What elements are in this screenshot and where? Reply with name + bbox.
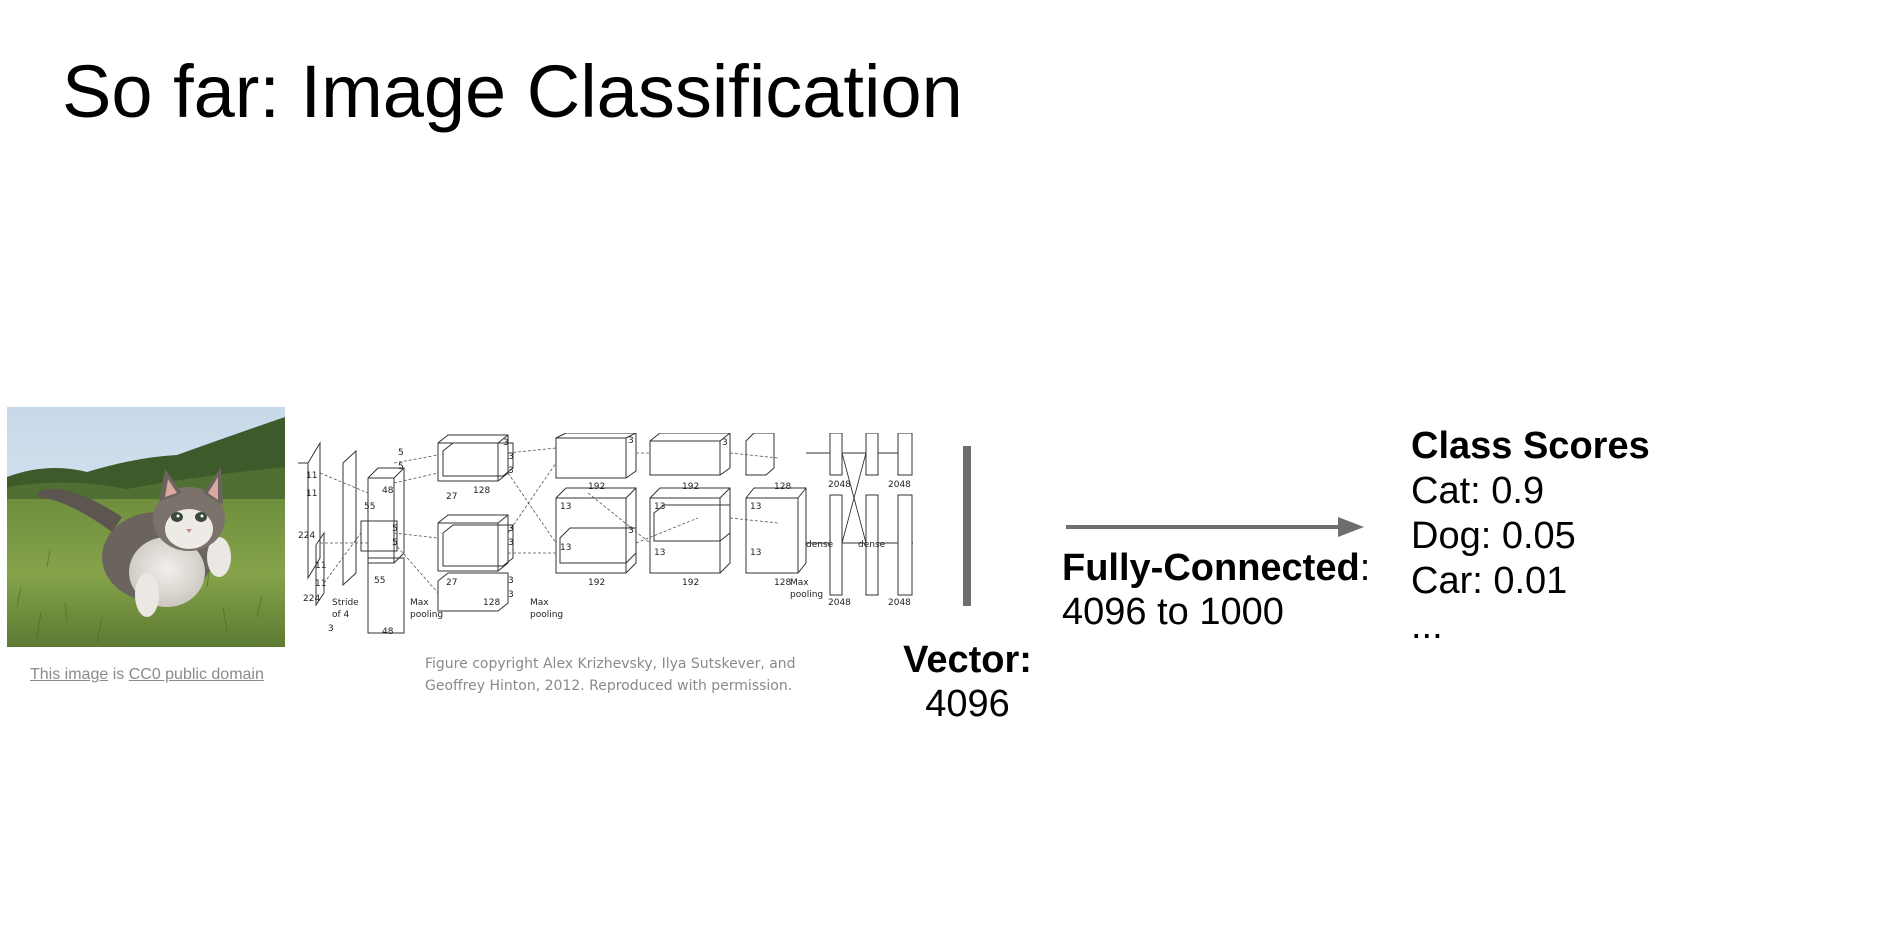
vector-title: Vector: — [903, 639, 1032, 681]
figure-credit: Figure copyright Alex Krizhevsky, Ilya S… — [425, 653, 805, 697]
dim-label: 5 — [392, 524, 398, 534]
dim-label: 2048 — [888, 480, 911, 490]
fc-colon: : — [1359, 547, 1371, 589]
dim-label: 192 — [682, 578, 699, 588]
dim-label: Stride — [332, 598, 359, 608]
dim-label: 192 — [588, 482, 605, 492]
dim-label: 3 — [508, 524, 514, 534]
dim-label: 11 — [306, 489, 317, 499]
alexnet-diagram: 224 224 3 11 11 11 11 55 55 Stride of 4 … — [298, 433, 913, 637]
dim-label: 3 — [628, 436, 634, 446]
dim-label: of 4 — [332, 610, 350, 620]
dim-label: 2048 — [828, 598, 851, 608]
dim-label: 5 — [398, 448, 404, 458]
dim-label: 5 — [398, 462, 404, 472]
dim-label: 3 — [503, 438, 509, 448]
vector-size: 4096 — [925, 683, 1010, 725]
dim-label: 13 — [750, 548, 761, 558]
class-scores-heading: Class Scores — [1411, 425, 1650, 467]
dim-label: Max — [530, 598, 549, 608]
dim-label: 11 — [306, 471, 317, 481]
fc-title: Fully-Connected — [1062, 547, 1360, 589]
dim-label: 224 — [298, 531, 315, 541]
figure-credit-line: Figure copyright Alex Krizhevsky, Ilya S… — [425, 656, 796, 672]
dim-label: pooling — [410, 610, 443, 620]
dim-label: pooling — [530, 610, 563, 620]
fully-connected-label: Fully-Connected: 4096 to 1000 — [1062, 546, 1370, 634]
dim-label: 3 — [508, 576, 514, 586]
dim-label: 192 — [682, 482, 699, 492]
kitten-photo — [7, 407, 285, 647]
dim-label: 2048 — [828, 480, 851, 490]
dim-label: 27 — [446, 492, 457, 502]
dim-label: 13 — [560, 543, 571, 553]
slide-title: So far: Image Classification — [62, 50, 963, 133]
score-row: Dog: 0.05 — [1411, 515, 1576, 557]
dim-label: 13 — [560, 502, 571, 512]
dim-label: 3 — [508, 590, 514, 600]
dim-label: 3 — [508, 538, 514, 548]
dim-label: 48 — [382, 486, 394, 496]
image-source-link[interactable]: This image — [30, 666, 109, 683]
dim-label: dense — [858, 540, 886, 550]
license-link[interactable]: CC0 public domain — [128, 666, 264, 683]
dim-label: 48 — [382, 627, 394, 637]
dim-label: 3 — [722, 438, 728, 448]
feature-vector-bar — [963, 446, 971, 606]
dim-label: 3 — [628, 526, 634, 536]
dim-label: 2048 — [888, 598, 911, 608]
dim-label: Max — [790, 578, 809, 588]
dim-label: 55 — [374, 576, 385, 586]
dim-label: 128 — [473, 486, 490, 496]
dim-label: 3 — [508, 466, 514, 476]
dim-label: 128 — [774, 578, 791, 588]
dim-label: 11 — [315, 579, 326, 589]
photo-credit: This image is CC0 public domain — [30, 666, 264, 684]
dim-label: 128 — [774, 482, 791, 492]
vector-label: Vector: 4096 — [880, 638, 1055, 726]
dim-label: 55 — [364, 502, 375, 512]
score-row-ellipsis: ... — [1411, 605, 1443, 647]
dim-label: 192 — [588, 578, 605, 588]
dim-label: pooling — [790, 590, 823, 600]
score-row: Car: 0.01 — [1411, 560, 1568, 602]
score-row: Cat: 0.9 — [1411, 470, 1545, 512]
class-scores: Class Scores Cat: 0.9 Dog: 0.05 Car: 0.0… — [1411, 424, 1650, 649]
dim-label: 224 — [303, 594, 320, 604]
figure-credit-line: Geoffrey Hinton, 2012. Reproduced with p… — [425, 678, 793, 694]
dim-label: Max — [410, 598, 429, 608]
dim-label: 11 — [315, 561, 326, 571]
fc-detail: 4096 to 1000 — [1062, 591, 1284, 633]
dim-label: 3 — [508, 452, 514, 462]
dim-label: 5 — [392, 538, 398, 548]
dim-label: 128 — [483, 598, 500, 608]
dim-label: 13 — [654, 548, 665, 558]
credit-connector: is — [108, 666, 129, 683]
right-arrow-icon — [1066, 517, 1364, 537]
dim-label: 13 — [750, 502, 761, 512]
dim-label: 13 — [654, 502, 665, 512]
dim-label: dense — [806, 540, 834, 550]
dim-label: 27 — [446, 578, 457, 588]
dim-label: 3 — [328, 624, 334, 634]
